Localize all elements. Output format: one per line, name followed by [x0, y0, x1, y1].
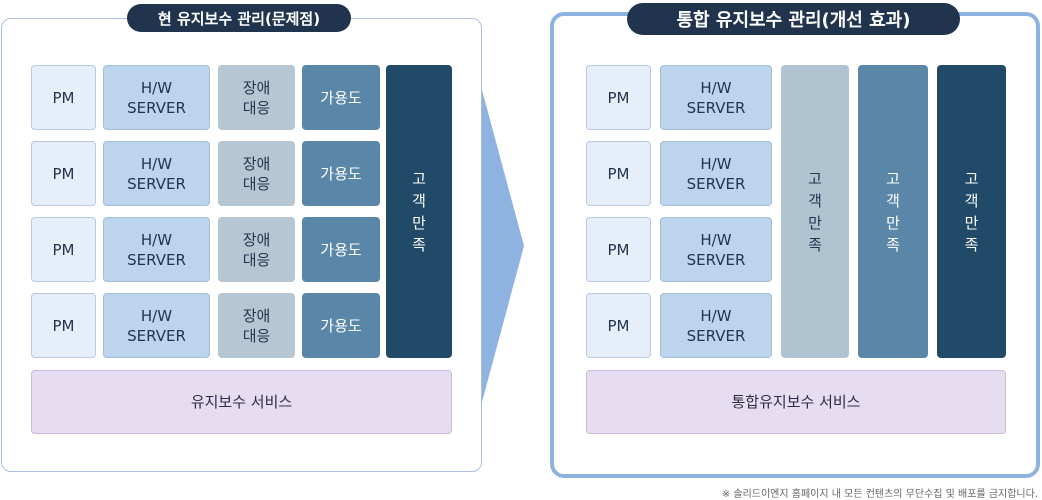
integrated-maintenance-title: 통합 유지보수 관리(개선 효과)	[627, 3, 960, 35]
fault-response-box: 장애 대응	[218, 65, 295, 130]
hw-server-box: H/W SERVER	[660, 217, 772, 282]
pm-box: PM	[586, 65, 651, 130]
current-maintenance-title: 현 유지보수 관리(문제점)	[127, 4, 351, 32]
fault-response-box: 장애 대응	[218, 293, 295, 358]
fault-response-box: 장애 대응	[218, 217, 295, 282]
integrated-maintenance-service-bar: 통합유지보수 서비스	[586, 370, 1006, 434]
hw-server-box: H/W SERVER	[660, 65, 772, 130]
availability-box: 가용도	[302, 65, 380, 130]
customer-satisfaction-column: 고객만족	[386, 65, 452, 358]
hw-server-box: H/W SERVER	[660, 293, 772, 358]
customer-satisfaction-column: 고객만족	[937, 65, 1006, 358]
availability-box: 가용도	[302, 293, 380, 358]
pm-box: PM	[31, 65, 96, 130]
copyright-notice: ※ 솔리드이엔지 홈페이지 내 모든 컨텐츠의 무단수집 및 배포를 금지합니다…	[721, 489, 1038, 500]
customer-satisfaction-column: 고객만족	[858, 65, 928, 358]
pm-box: PM	[586, 293, 651, 358]
customer-satisfaction-label: 고객만족	[808, 169, 822, 254]
availability-box: 가용도	[302, 141, 380, 206]
right-arrow-icon	[482, 90, 524, 402]
hw-server-box: H/W SERVER	[103, 217, 210, 282]
maintenance-service-bar: 유지보수 서비스	[31, 370, 452, 434]
pm-box: PM	[586, 141, 651, 206]
customer-satisfaction-label: 고객만족	[886, 169, 900, 254]
hw-server-box: H/W SERVER	[103, 293, 210, 358]
customer-satisfaction-label: 고객만족	[964, 169, 979, 254]
pm-box: PM	[31, 141, 96, 206]
pm-box: PM	[586, 217, 651, 282]
availability-box: 가용도	[302, 217, 380, 282]
pm-box: PM	[31, 293, 96, 358]
customer-satisfaction-label: 고객만족	[412, 169, 426, 254]
pm-box: PM	[31, 217, 96, 282]
hw-server-box: H/W SERVER	[660, 141, 772, 206]
fault-response-box: 장애 대응	[218, 141, 295, 206]
hw-server-box: H/W SERVER	[103, 141, 210, 206]
customer-satisfaction-column: 고객만족	[781, 65, 849, 358]
hw-server-box: H/W SERVER	[103, 65, 210, 130]
